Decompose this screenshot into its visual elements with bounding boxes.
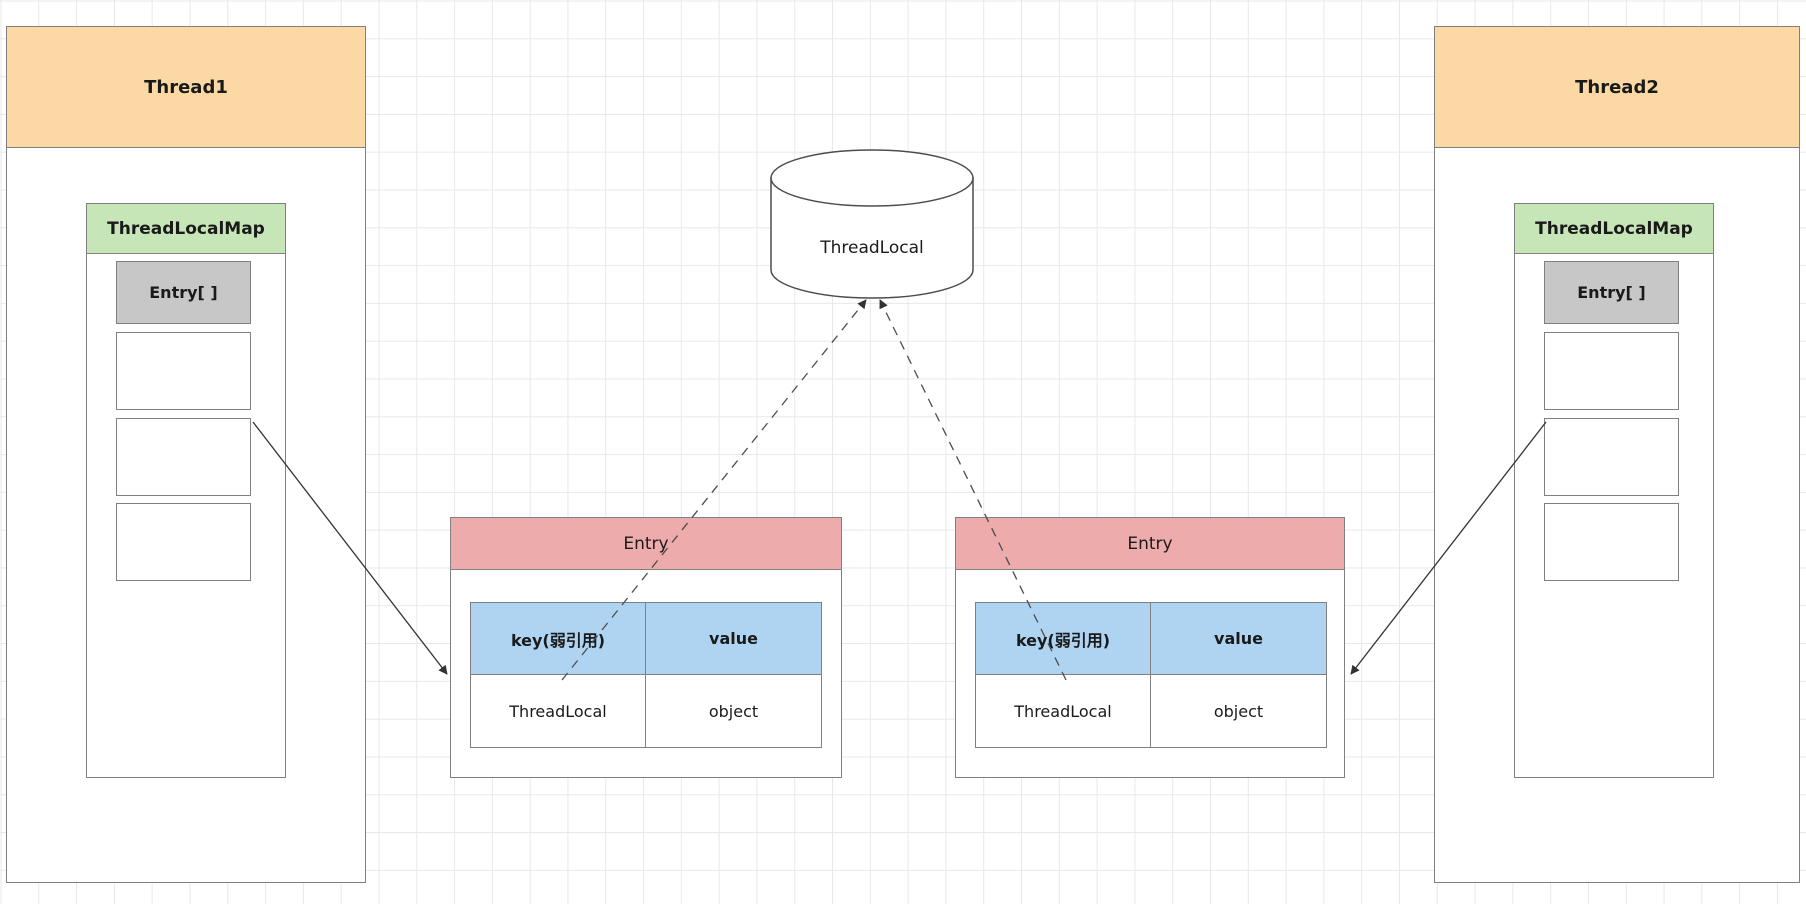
- thread2-label: Thread2: [1575, 76, 1659, 98]
- threadlocal-cylinder-label: ThreadLocal: [771, 228, 973, 268]
- entry2-value-value: object: [1151, 675, 1326, 747]
- thread1-threadlocalmap-header[interactable]: ThreadLocalMap: [86, 203, 286, 254]
- threadlocal-cylinder[interactable]: [770, 149, 974, 299]
- thread2-entry-array-label: Entry[ ]: [1577, 283, 1646, 302]
- thread2-slot-2[interactable]: [1544, 503, 1679, 581]
- entry2-value-header: value: [1151, 603, 1326, 675]
- entry2-key-value: ThreadLocal: [976, 675, 1151, 747]
- entry1-key-header: key(弱引用): [471, 603, 646, 675]
- thread1-slot-0[interactable]: [116, 332, 251, 410]
- entry2-key-header: key(弱引用): [976, 603, 1151, 675]
- thread1-threadlocalmap-label: ThreadLocalMap: [107, 218, 265, 239]
- thread1-entry-array-label: Entry[ ]: [149, 283, 218, 302]
- entry1-header-label: Entry: [623, 533, 669, 554]
- entry2-header[interactable]: Entry: [955, 517, 1345, 570]
- entry1-value-header: value: [646, 603, 821, 675]
- thread2-header[interactable]: Thread2: [1434, 26, 1800, 148]
- thread2-slot-0[interactable]: [1544, 332, 1679, 410]
- entry1-value-value: object: [646, 675, 821, 747]
- thread2-threadlocalmap-header[interactable]: ThreadLocalMap: [1514, 203, 1714, 254]
- thread2-slot-1[interactable]: [1544, 418, 1679, 496]
- thread1-entry-array[interactable]: Entry[ ]: [116, 261, 251, 324]
- thread1-header[interactable]: Thread1: [6, 26, 366, 148]
- thread1-slot-2[interactable]: [116, 503, 251, 581]
- thread2-entry-array[interactable]: Entry[ ]: [1544, 261, 1679, 324]
- entry2-header-label: Entry: [1127, 533, 1173, 554]
- thread1-label: Thread1: [144, 76, 228, 98]
- threadlocal-label-text: ThreadLocal: [820, 238, 924, 258]
- thread1-slot-1[interactable]: [116, 418, 251, 496]
- entry2-kv-table[interactable]: key(弱引用) value ThreadLocal object: [975, 602, 1327, 748]
- entry1-key-value: ThreadLocal: [471, 675, 646, 747]
- entry1-kv-table[interactable]: key(弱引用) value ThreadLocal object: [470, 602, 822, 748]
- entry1-header[interactable]: Entry: [450, 517, 842, 570]
- thread2-threadlocalmap-label: ThreadLocalMap: [1535, 218, 1693, 239]
